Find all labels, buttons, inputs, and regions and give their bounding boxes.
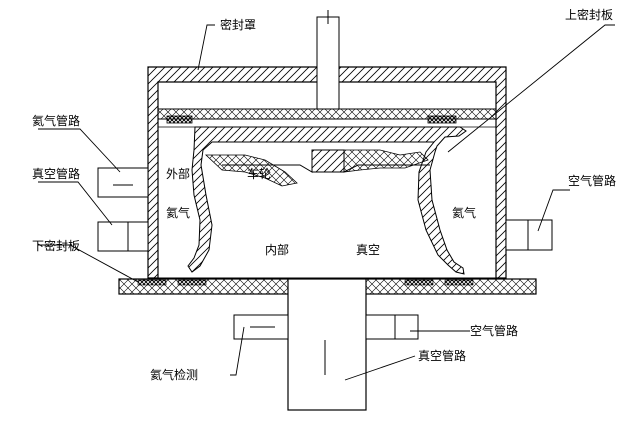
label-vacuum-pipe-left: 真空管路 — [32, 166, 80, 181]
wheel — [187, 126, 467, 275]
label-lower-seal-plate: 下密封板 — [32, 238, 80, 253]
label-vacuum-inner: 真空 — [356, 243, 380, 257]
label-helium-right: 氦气 — [452, 205, 476, 220]
bottom-pipe — [287, 278, 367, 411]
upper-seal-plate — [157, 108, 497, 128]
top-shaft — [316, 10, 340, 110]
leader-lines — [38, 24, 615, 381]
label-air-pipe-bottom: 空气管路 — [470, 323, 518, 338]
label-air-pipe-right: 空气管路 — [568, 173, 616, 188]
label-helium-left: 氦气 — [166, 205, 190, 220]
label-helium-detect: 氦气检测 — [150, 367, 198, 382]
label-seal-cover: 密封罩 — [220, 17, 256, 32]
label-vacuum-pipe-bottom: 真空管路 — [418, 348, 466, 363]
label-wheel: 车轮 — [247, 166, 271, 181]
label-upper-seal-plate: 上密封板 — [565, 7, 613, 22]
left-ports — [97, 167, 149, 252]
label-outside: 外部 — [166, 166, 190, 181]
label-helium-pipe: 氦气管路 — [32, 113, 80, 128]
labels: 密封罩 上密封板 氦气管路 真空管路 外部 车轮 氦气 氦气 空气管路 下密封板… — [32, 7, 616, 382]
label-inside: 内部 — [265, 242, 289, 257]
right-port — [505, 219, 553, 251]
